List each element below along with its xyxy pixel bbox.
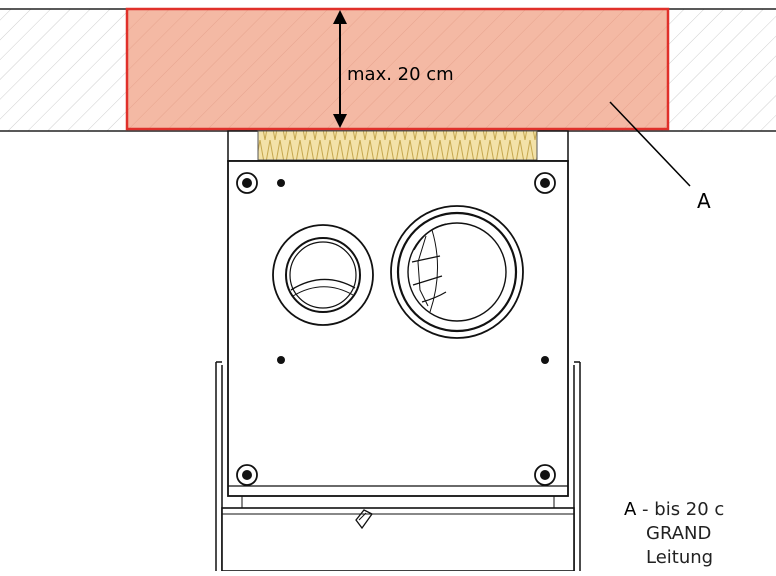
mounting-screw bbox=[534, 172, 556, 194]
legend-key: A bbox=[624, 499, 637, 520]
duct-port-right bbox=[390, 205, 524, 339]
legend-text-1: bis 20 c bbox=[654, 499, 725, 520]
legend-line-3: Leitung bbox=[646, 547, 714, 568]
legend-line-1: A - bis 20 c bbox=[624, 498, 776, 522]
installation-zone bbox=[125, 7, 670, 131]
screw-dot bbox=[541, 356, 549, 364]
callout-letter: A bbox=[697, 189, 711, 213]
legend: A - bis 20 c GRAND Leitung bbox=[624, 498, 776, 570]
mounting-screw bbox=[236, 172, 258, 194]
unit-collar bbox=[227, 130, 569, 162]
callout-leader bbox=[609, 101, 691, 187]
screw-dot bbox=[277, 179, 285, 187]
legend-separator: - bbox=[636, 499, 655, 520]
bottom-tray bbox=[221, 485, 575, 572]
unit-body bbox=[227, 160, 569, 497]
duct-port-left bbox=[272, 224, 374, 326]
screw-dot bbox=[277, 356, 285, 364]
legend-line-2: GRAND bbox=[646, 523, 712, 544]
tray-latch bbox=[355, 509, 373, 530]
dimension-label: max. 20 cm bbox=[347, 64, 454, 85]
dimension-arrow bbox=[333, 10, 347, 128]
mounting-screw bbox=[534, 464, 556, 486]
mounting-screw bbox=[236, 464, 258, 486]
